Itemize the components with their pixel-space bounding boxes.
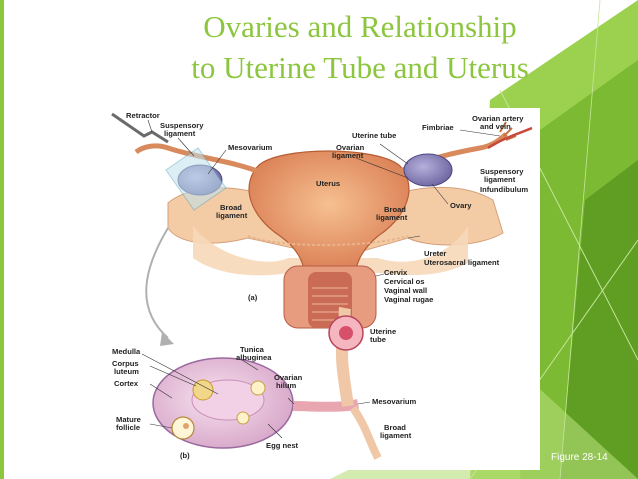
label-tunica-1: Tunica [240, 345, 265, 354]
label-ovarian-ligament-2: ligament [332, 151, 364, 160]
label-uterus: Uterus [316, 179, 340, 188]
label-corpus-luteum-2: luteum [114, 367, 139, 376]
corpus-luteum-shape [192, 379, 214, 401]
label-panel-b: (b) [180, 451, 190, 460]
label-panel-a: (a) [248, 293, 258, 302]
label-tunica-2: albuginea [236, 353, 272, 362]
label-broad-right-1: Broad [384, 205, 406, 214]
leader-cervix [375, 273, 385, 277]
leader-corpus-luteum [149, 365, 197, 387]
uterine-tube-left [134, 143, 261, 175]
label-ovarian-ligament-1: Ovarian [336, 143, 365, 152]
label-broad-ligament-b-1: Broad [384, 423, 406, 432]
label-mature-follicle-1: Mature [116, 415, 141, 424]
panel-a-labels: Retractor Suspensory ligament Mesovarium… [126, 111, 528, 304]
label-retractor: Retractor [126, 111, 160, 120]
retractor-tool [111, 112, 169, 144]
ovarian-vessels [487, 126, 533, 150]
leader-tunica [241, 359, 259, 371]
follicle-1 [250, 380, 266, 396]
label-broad-left-2: ligament [216, 211, 248, 220]
label-cervical-os: Cervical os [384, 277, 425, 286]
anatomy-figure: Retractor Suspensory ligament Mesovarium… [108, 108, 540, 470]
leader-mature-follicle [149, 423, 173, 429]
anatomy-illustration: Retractor Suspensory ligament Mesovarium… [111, 111, 533, 460]
label-infundibulum: Infundibulum [480, 185, 528, 194]
ovary-right [403, 153, 453, 187]
label-ureter: Ureter [424, 249, 446, 258]
leader-retractor [147, 119, 153, 133]
follicle-2 [236, 411, 250, 425]
panel-b-drawing [145, 227, 382, 460]
label-ovarian-artery-2: and vein [480, 122, 511, 131]
leader-lines [141, 119, 501, 439]
slide-title: Ovaries and Relationship to Uterine Tube… [150, 6, 570, 88]
panel-b-labels: Medulla Corpus luteum Cortex Mature foll… [112, 327, 417, 460]
label-ovarian-artery-1: Ovarian artery [472, 114, 524, 123]
left-accent-bar [0, 0, 4, 479]
label-uterine-tube-b-1: Uterine [370, 327, 396, 336]
title-line-1: Ovaries and Relationship [203, 9, 517, 44]
label-cortex: Cortex [114, 379, 139, 388]
deco-line-3 [559, 0, 601, 479]
label-mature-follicle-2: follicle [116, 423, 140, 432]
mature-follicle-shape [171, 416, 195, 440]
panel-a-drawing [111, 112, 533, 329]
broad-ligament-lower [193, 226, 468, 276]
arrow-a-to-b [145, 227, 169, 339]
ureter-line [247, 235, 409, 246]
label-ovary: Ovary [450, 201, 472, 210]
label-mesovarium-b: Mesovarium [372, 397, 417, 406]
label-uterosacral: Uterosacral ligament [424, 258, 500, 267]
leader-medulla [141, 353, 219, 395]
label-egg-nest: Egg nest [266, 441, 299, 450]
uterine-tube-lumen [339, 326, 353, 340]
leader-uterine-tube [379, 143, 409, 165]
title-line-2: to Uterine Tube and Uterus [191, 50, 529, 85]
label-mesovarium: Mesovarium [228, 143, 273, 152]
leader-hilum [287, 397, 295, 405]
label-suspensory-right-1: Suspensory [480, 167, 524, 176]
leader-suspensory-left [177, 137, 195, 157]
label-suspensory-left-2: ligament [164, 129, 196, 138]
oocyte [183, 423, 189, 429]
leader-cortex [149, 383, 173, 399]
label-medulla: Medulla [112, 347, 141, 356]
figure-caption: Figure 28-14 [551, 452, 608, 463]
leader-egg-nest [267, 423, 283, 439]
label-broad-right-2: ligament [376, 213, 408, 222]
broad-ligament-b [349, 405, 382, 460]
leader-ureter [407, 235, 421, 239]
label-ovarian-hilum-1: Ovarian [274, 373, 303, 382]
label-uterine-tube: Uterine tube [352, 131, 396, 140]
uterus-shape [248, 150, 410, 271]
label-ovarian-hilum-2: hilum [276, 381, 296, 390]
green-panel-front [560, 160, 638, 479]
leader-ovarian-ligament [355, 157, 409, 179]
label-suspensory-right-2: ligament [484, 175, 516, 184]
label-vaginal-rugae: Vaginal rugae [384, 295, 433, 304]
leader-fimbriae [459, 129, 501, 137]
label-suspensory-left-1: Suspensory [160, 121, 204, 130]
label-corpus-luteum-1: Corpus [112, 359, 139, 368]
fimbriae-right [499, 121, 517, 141]
leader-mesovarium-b [357, 401, 371, 405]
leader-ovary [431, 183, 449, 205]
vaginal-rugae [312, 287, 348, 321]
label-broad-left-1: Broad [220, 203, 242, 212]
label-cervix: Cervix [384, 268, 408, 277]
leader-mesovarium [207, 149, 227, 175]
label-fimbriae: Fimbriae [422, 123, 454, 132]
label-vaginal-wall: Vaginal wall [384, 286, 427, 295]
label-broad-ligament-b-2: ligament [380, 431, 412, 440]
arrow-head [160, 332, 174, 346]
label-uterine-tube-b-2: tube [370, 335, 386, 344]
retractor-plate [165, 147, 227, 211]
